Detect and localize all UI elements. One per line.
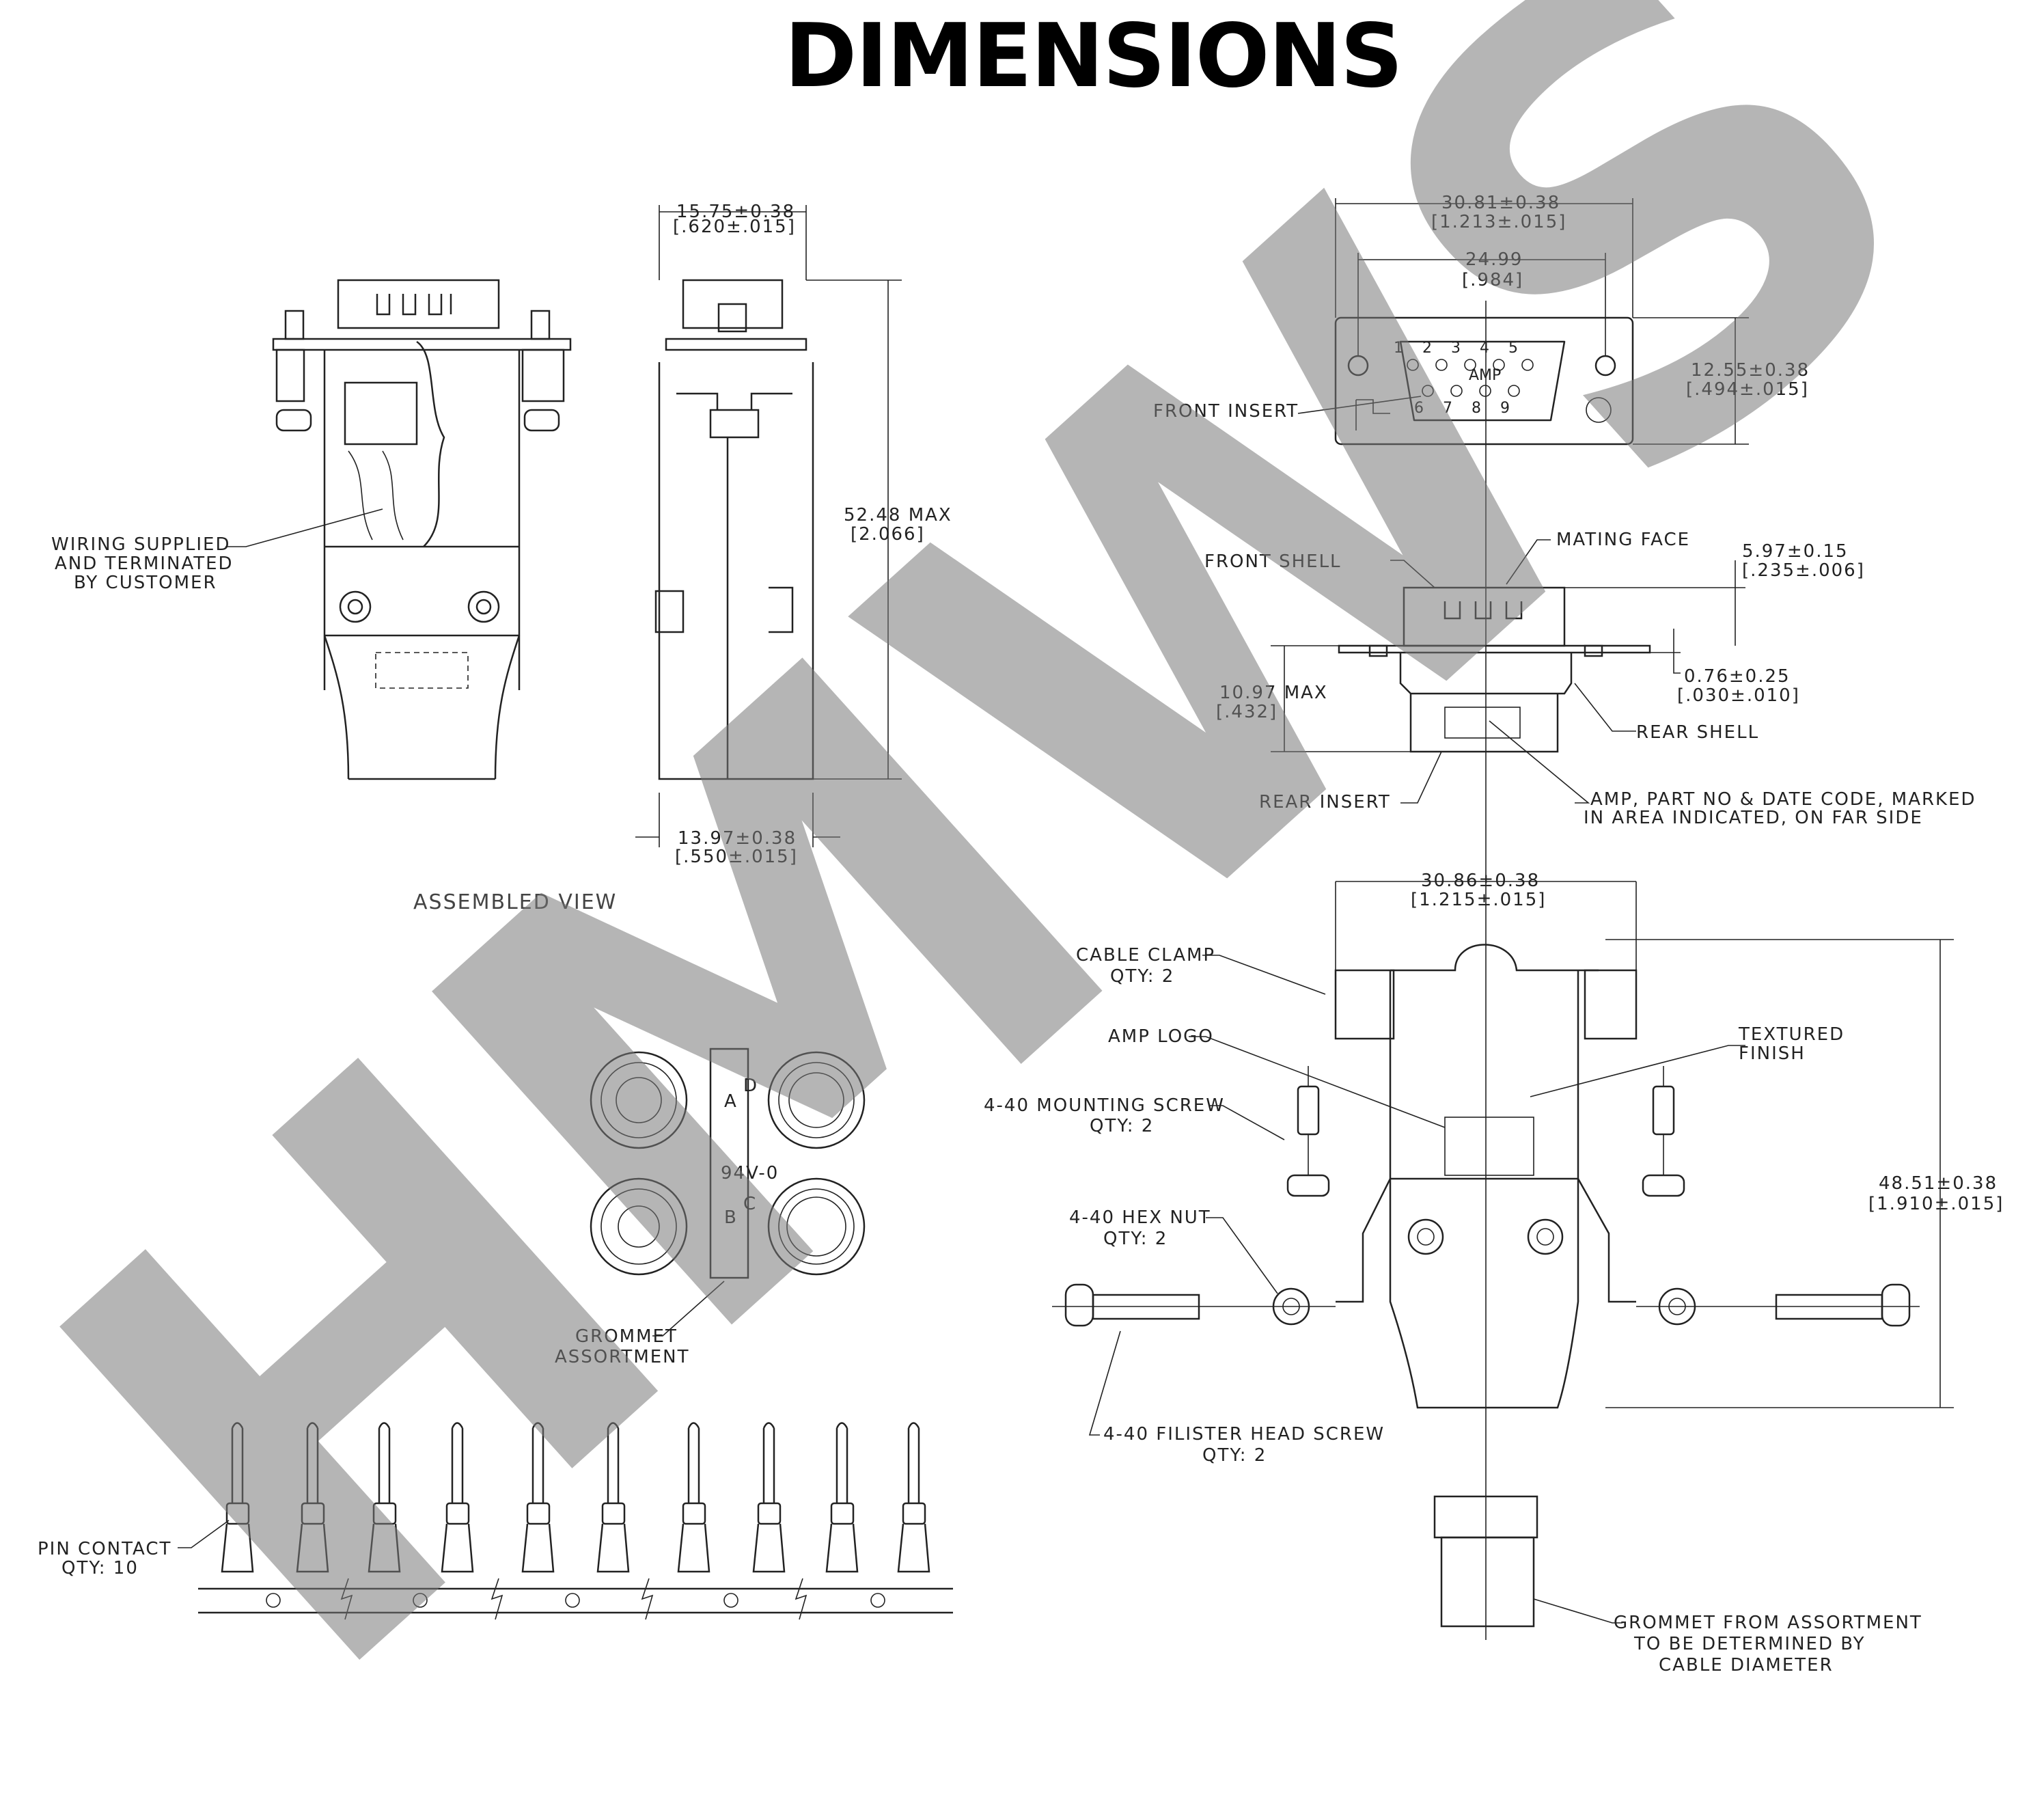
svg-text:8: 8 — [1472, 400, 1481, 417]
max-height: 52.48 MAX — [844, 505, 952, 525]
svg-text:CABLE DIAMETER: CABLE DIAMETER — [1659, 1655, 1834, 1675]
svg-text:B: B — [724, 1207, 738, 1228]
svg-text:[1.213±.015]: [1.213±.015] — [1431, 212, 1566, 232]
svg-text:4-40 FILISTER HEAD SCREW: 4-40 FILISTER HEAD SCREW — [1103, 1424, 1385, 1445]
svg-text:30.86±0.38: 30.86±0.38 — [1421, 871, 1540, 891]
dim-top-width-in: [.620±.015] — [673, 217, 796, 237]
svg-text:30.81±0.38: 30.81±0.38 — [1441, 193, 1560, 213]
svg-text:QTY: 2: QTY: 2 — [1090, 1116, 1154, 1136]
svg-text:D: D — [743, 1076, 758, 1096]
svg-text:GROMMET: GROMMET — [575, 1326, 678, 1347]
svg-text:WIRING SUPPLIED: WIRING SUPPLIED — [51, 534, 230, 555]
hood-exploded-view: 30.86±0.38 [1.215±.015] 48.51±0.38 [1.91… — [984, 871, 2004, 1675]
svg-text:AMP, PART NO & DATE CODE, MARK: AMP, PART NO & DATE CODE, MARKED — [1590, 789, 1976, 810]
max-height-in: [2.066] — [851, 524, 925, 545]
svg-text:0.76±0.25: 0.76±0.25 — [1684, 666, 1791, 687]
svg-text:[1.215±.015]: [1.215±.015] — [1411, 890, 1546, 910]
svg-text:AMP LOGO: AMP LOGO — [1108, 1026, 1214, 1047]
svg-text:10.97 MAX: 10.97 MAX — [1219, 683, 1328, 703]
svg-text:TO BE DETERMINED BY: TO BE DETERMINED BY — [1633, 1634, 1866, 1654]
svg-text:C: C — [743, 1194, 757, 1214]
svg-text:24.99: 24.99 — [1465, 249, 1523, 270]
svg-text:94V-0: 94V-0 — [721, 1163, 779, 1184]
svg-text:QTY: 2: QTY: 2 — [1103, 1229, 1168, 1249]
dim-bottom-width-in: [.550±.015] — [675, 847, 798, 867]
assembled-view-side: 15.75±0.38 [.620±.015] 52.48 MAX [2.066]… — [635, 202, 952, 867]
svg-text:5: 5 — [1508, 340, 1518, 357]
wiring-callout: WIRING SUPPLIED AND TERMINATED BY CUSTOM… — [51, 508, 383, 593]
svg-text:TEXTURED: TEXTURED — [1738, 1024, 1845, 1045]
dim-bottom-width: 13.97±0.38 — [678, 828, 797, 849]
svg-text:9: 9 — [1500, 400, 1510, 417]
pin-contacts: PIN CONTACT QTY: 10 — [38, 1422, 953, 1620]
svg-text:7: 7 — [1443, 400, 1452, 417]
svg-text:48.51±0.38: 48.51±0.38 — [1879, 1173, 1998, 1194]
svg-text:QTY: 2: QTY: 2 — [1202, 1445, 1267, 1466]
connector-side-profile: FRONT SHELL MATING FACE 5.97±0.15 [.235±… — [1204, 530, 1976, 828]
svg-text:[.984]: [.984] — [1462, 270, 1523, 290]
svg-text:CABLE CLAMP: CABLE CLAMP — [1076, 945, 1215, 966]
svg-text:AND TERMINATED: AND TERMINATED — [55, 553, 234, 574]
svg-text:3: 3 — [1451, 340, 1461, 357]
dim-top-width: 15.75±0.38 — [676, 202, 795, 222]
svg-text:5.97±0.15: 5.97±0.15 — [1742, 541, 1849, 562]
svg-text:REAR SHELL: REAR SHELL — [1636, 722, 1759, 743]
svg-text:4-40 MOUNTING SCREW: 4-40 MOUNTING SCREW — [984, 1095, 1225, 1116]
svg-text:6: 6 — [1414, 400, 1424, 417]
page-title: DIMENSIONS — [784, 5, 1403, 107]
svg-text:[.494±.015]: [.494±.015] — [1686, 379, 1809, 400]
svg-text:2: 2 — [1422, 340, 1432, 357]
svg-text:4-40 HEX NUT: 4-40 HEX NUT — [1069, 1207, 1211, 1228]
svg-text:IN AREA INDICATED, ON FAR SIDE: IN AREA INDICATED, ON FAR SIDE — [1584, 808, 1923, 828]
svg-text:BY CUSTOMER: BY CUSTOMER — [74, 573, 217, 593]
svg-text:12.55±0.38: 12.55±0.38 — [1691, 360, 1810, 381]
svg-text:QTY: 10: QTY: 10 — [61, 1558, 139, 1578]
svg-text:FRONT SHELL: FRONT SHELL — [1204, 551, 1342, 572]
assembled-view-label: ASSEMBLED VIEW — [413, 890, 617, 914]
svg-text:[.432]: [.432] — [1216, 702, 1278, 722]
svg-text:FRONT INSERT: FRONT INSERT — [1153, 401, 1299, 422]
svg-text:MATING FACE: MATING FACE — [1556, 530, 1690, 550]
svg-text:FINISH: FINISH — [1739, 1043, 1806, 1064]
technical-drawing: 15.75±0.38 [.620±.015] 52.48 MAX [2.066]… — [38, 193, 2004, 1675]
svg-text:A: A — [724, 1091, 738, 1112]
svg-text:QTY: 2: QTY: 2 — [1110, 966, 1174, 987]
svg-text:ASSORTMENT: ASSORTMENT — [555, 1347, 690, 1367]
svg-text:AMP: AMP — [1469, 367, 1501, 384]
svg-text:GROMMET FROM ASSORTMENT: GROMMET FROM ASSORTMENT — [1614, 1613, 1922, 1633]
assembled-view-front — [272, 279, 572, 780]
svg-text:4: 4 — [1480, 340, 1489, 357]
grommet-assortment: A D 94V-0 B C GROMMET ASSORTMENT — [555, 1048, 866, 1367]
svg-text:PIN CONTACT: PIN CONTACT — [38, 1539, 171, 1559]
svg-text:[.030±.010]: [.030±.010] — [1677, 685, 1800, 706]
svg-text:[1.910±.015]: [1.910±.015] — [1868, 1194, 2004, 1214]
svg-text:1: 1 — [1394, 340, 1403, 357]
svg-text:[.235±.006]: [.235±.006] — [1742, 560, 1865, 581]
svg-text:REAR INSERT: REAR INSERT — [1259, 792, 1391, 812]
front-face-view: 1 2 3 4 5 AMP 6 7 8 9 30.81±0.38 [1.213±… — [1153, 193, 1810, 1640]
